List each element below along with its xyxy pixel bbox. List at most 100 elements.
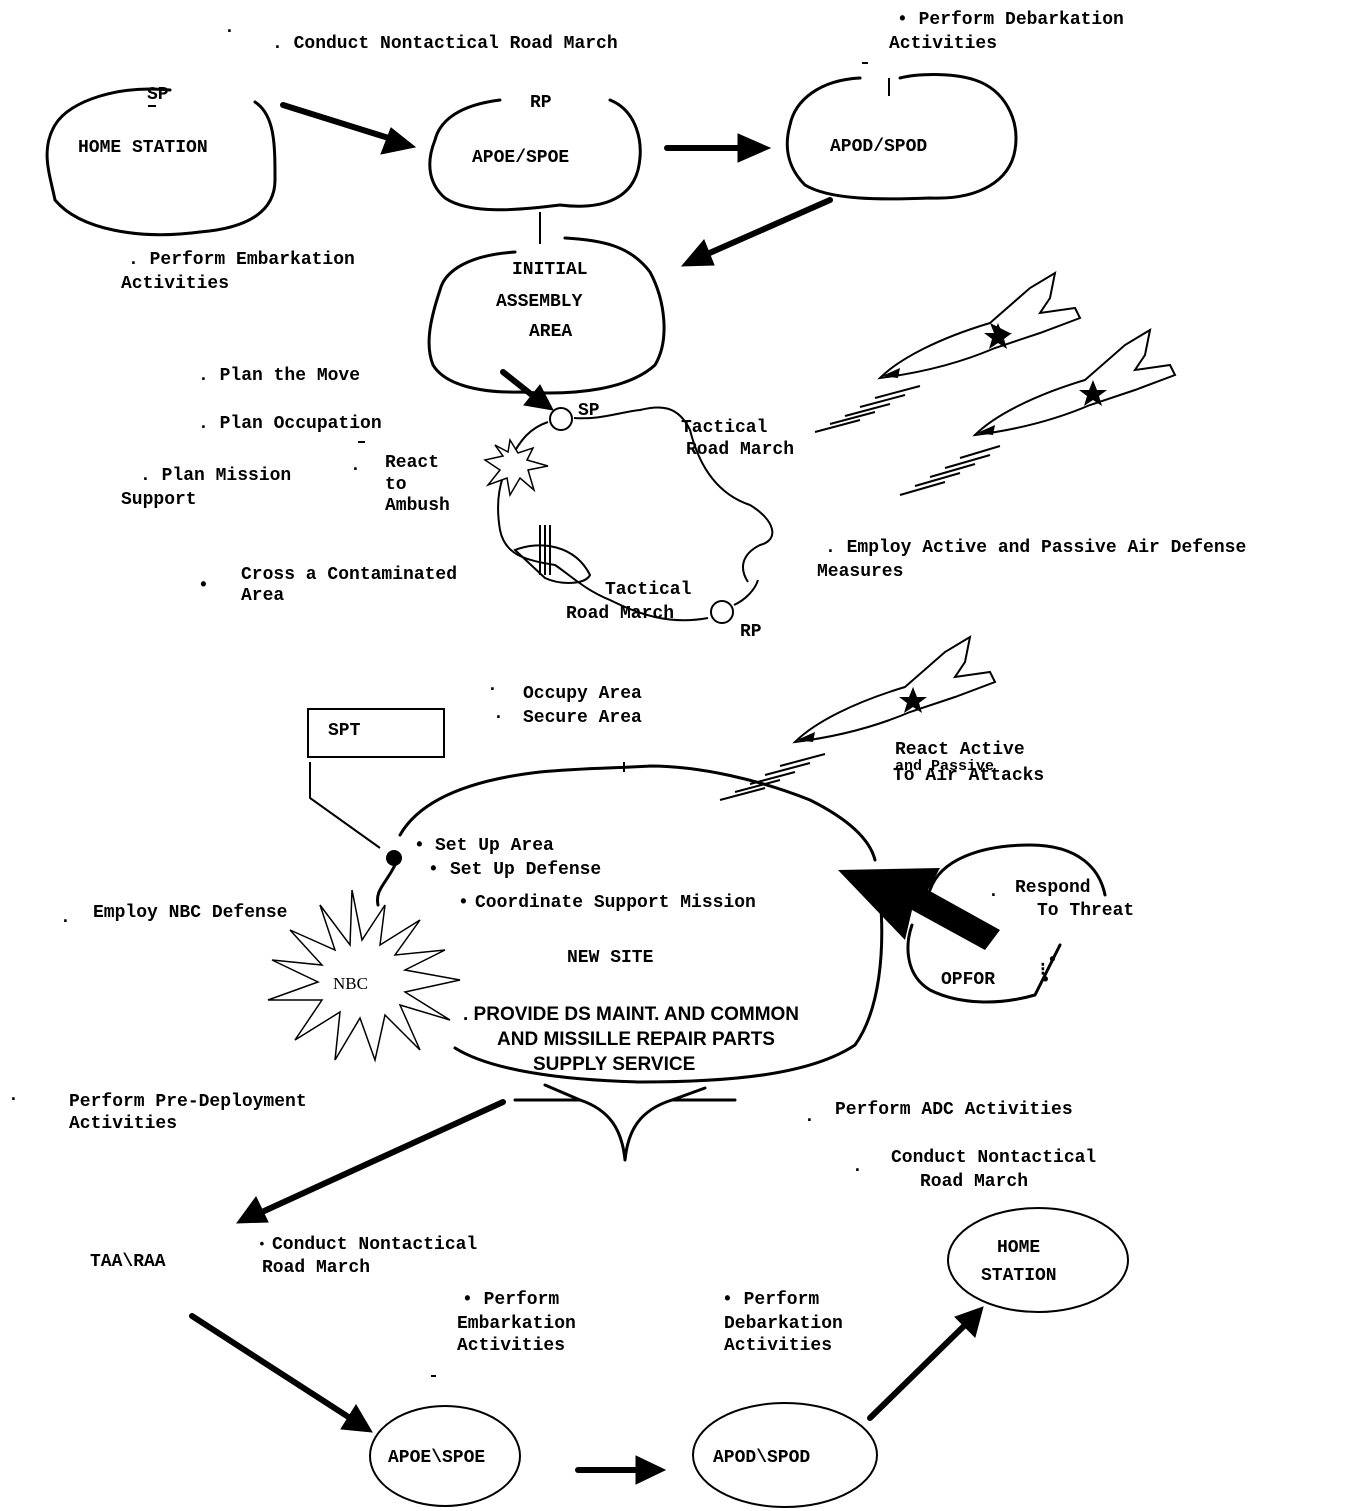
arrow-apod-to-iaa <box>702 197 833 258</box>
embark-bottom-1: • Perform <box>462 1290 559 1310</box>
dot-mark: · <box>8 1090 19 1110</box>
embark-bottom-2: Embarkation <box>457 1314 576 1334</box>
embark-top-1: . Perform Embarkation <box>128 250 355 270</box>
home-station-cloud <box>45 87 277 237</box>
conduct-bottom-1: Conduct Nontactical <box>272 1235 477 1255</box>
dot-mark: . <box>224 18 235 38</box>
arrow-head <box>737 133 772 163</box>
dot-mark: · <box>988 886 999 906</box>
plan-mission-1: . Plan Mission <box>140 466 291 486</box>
cross-contaminated-1: Cross a Contaminated <box>241 565 457 585</box>
secure-area: Secure Area <box>523 708 642 728</box>
plan-move: . Plan the Move <box>198 366 360 386</box>
arrow-taa-to-apoe <box>189 1313 353 1421</box>
apod-bottom-label: APOD\SPOD <box>713 1448 810 1468</box>
provide-1: . PROVIDE DS MAINT. AND COMMON <box>463 1004 799 1025</box>
plan-occupation: . Plan Occupation <box>198 414 382 434</box>
new-site-cloud <box>375 764 884 1084</box>
arrow-head <box>680 239 715 267</box>
enemy-jet-icon <box>972 327 1177 437</box>
spt-label: SPT <box>328 721 361 741</box>
arrow-site-to-taa <box>259 1099 506 1215</box>
occupy-area: Occupy Area <box>523 684 642 704</box>
apoe-spoe-cloud <box>428 98 642 212</box>
air-defense-1: . Employ Active and Passive Air Defense <box>825 538 1246 558</box>
apoe-ellipse <box>369 1405 521 1507</box>
opfor-label: OPFOR <box>941 970 995 990</box>
dot-mark: · <box>804 1111 815 1131</box>
departure-bracket <box>513 1083 737 1162</box>
bullet: • <box>258 1237 266 1252</box>
ambush-burst-icon <box>483 437 549 498</box>
conduct-right-1: Conduct Nontactical <box>891 1148 1096 1168</box>
iaa-line1: INITIAL <box>512 260 588 280</box>
dot-mark: . <box>350 456 361 476</box>
arrow-head <box>954 1306 984 1338</box>
bullet: • <box>458 893 469 913</box>
plan-mission-2: Support <box>121 490 197 510</box>
arrow-head <box>380 127 417 155</box>
react-air-1: React Active <box>895 740 1025 760</box>
enemy-jet-icon <box>792 634 997 744</box>
bullet: • <box>428 860 439 880</box>
conduct-right-2: Road March <box>920 1172 1028 1192</box>
opfor-dots: ⁝ <box>1040 961 1046 981</box>
dot-mark: · <box>487 680 498 700</box>
respond-1: Respond <box>1015 878 1091 898</box>
debark-bottom-1: • Perform <box>722 1290 819 1310</box>
enemy-jet-icon <box>877 270 1082 380</box>
tactical-top-2: Road March <box>686 440 794 460</box>
home-bottom-2: STATION <box>981 1266 1057 1286</box>
apoe-bottom-label: APOE\SPOE <box>388 1448 485 1468</box>
adc-activities: Perform ADC Activities <box>835 1100 1073 1120</box>
apod-spod-cloud <box>785 73 1018 201</box>
apod-ellipse <box>692 1402 878 1508</box>
opfor-dots: • <box>1040 971 1051 991</box>
react-air-2: To Air Attacks <box>893 766 1044 786</box>
debark-top-1: • Perform Debarkation <box>897 10 1124 30</box>
respond-2: To Threat <box>1037 901 1134 921</box>
rp-label: RP <box>740 622 762 642</box>
react-ambush-2: to <box>385 475 407 495</box>
jet-contrails <box>814 385 1001 496</box>
react-air-overlap: and Passive <box>895 758 994 775</box>
spt-box <box>307 708 445 758</box>
debark-bottom-2: Debarkation <box>724 1314 843 1334</box>
arrow-head <box>523 384 554 411</box>
opfor-area <box>906 843 1107 1004</box>
dot-mark: • <box>198 576 209 596</box>
home-station-label: HOME STATION <box>78 138 208 158</box>
employ-nbc: Employ NBC Defense <box>93 903 287 923</box>
contaminated-area-symbol <box>513 544 592 584</box>
cross-contaminated-2: Area <box>241 586 284 606</box>
set-up-area: Set Up Area <box>435 836 554 856</box>
taa-raa: TAA\RAA <box>90 1252 166 1272</box>
home-station-ellipse <box>947 1207 1129 1313</box>
embark-top-2: Activities <box>121 274 229 294</box>
arrow-apod-to-home <box>867 1322 968 1421</box>
nbc-label: NBC <box>333 974 368 993</box>
dot-mark: · <box>852 1161 863 1181</box>
iaa-line2: ASSEMBLY <box>496 292 583 312</box>
bullet: • <box>414 836 425 856</box>
coordinate-support: Coordinate Support Mission <box>475 893 756 913</box>
iaa-line3: AREA <box>529 322 572 342</box>
tactical-bottom-1: Tactical <box>605 580 692 600</box>
pre-deploy-1: Perform Pre-Deployment <box>69 1092 307 1112</box>
nbc-burst-icon <box>267 889 461 1063</box>
arrow-home-to-apoe <box>280 102 398 143</box>
provide-2: AND MISSILLE REPAIR PARTS <box>497 1029 775 1050</box>
apoe-spoe-label: APOE/SPOE <box>472 148 569 168</box>
opfor-attack-arrow <box>838 868 1000 950</box>
dot-mark: · <box>493 708 504 728</box>
pre-deploy-2: Activities <box>69 1114 177 1134</box>
sp-node <box>549 407 573 431</box>
arrow-iaa-to-sp <box>500 369 535 398</box>
opfor-dots: • <box>1047 951 1058 971</box>
conduct-nontactical-top: . Conduct Nontactical Road March <box>272 34 618 54</box>
debark-bottom-3: Activities <box>724 1336 832 1356</box>
home-bottom-1: HOME <box>997 1238 1040 1258</box>
arrow-head <box>340 1404 373 1433</box>
arrow-head <box>635 1455 667 1485</box>
home-sp-label: SP <box>147 85 169 105</box>
